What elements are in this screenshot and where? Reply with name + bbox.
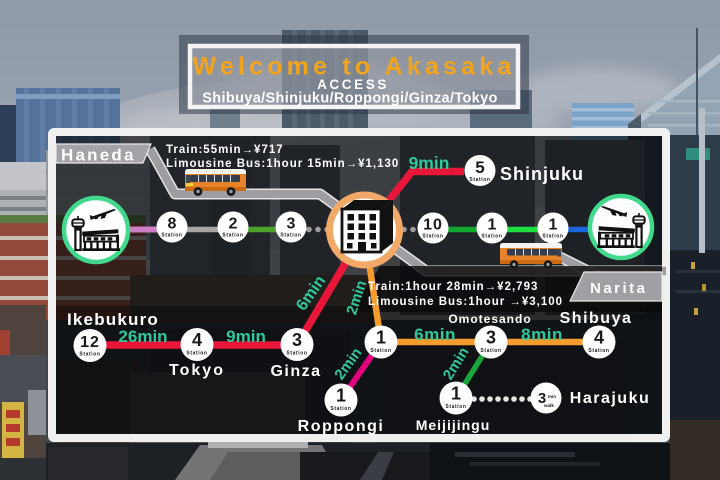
svg-text:Ikebukuro: Ikebukuro — [67, 310, 159, 329]
svg-text:3: 3 — [538, 390, 546, 407]
svg-text:Shibuya/Shinjuku/Roppongi/Ginz: Shibuya/Shinjuku/Roppongi/Ginza/Tokyo — [202, 91, 497, 107]
svg-text:10: 10 — [423, 217, 443, 234]
svg-text:Station: Station — [79, 352, 100, 358]
svg-text:Limousine Bus:1hour →¥3,100: Limousine Bus:1hour →¥3,100 — [368, 296, 563, 308]
svg-text:Station: Station — [422, 234, 443, 240]
svg-text:Station: Station — [286, 351, 307, 357]
svg-text:3: 3 — [292, 330, 302, 350]
svg-text:1: 1 — [549, 217, 558, 234]
svg-text:Train:55min→¥717: Train:55min→¥717 — [166, 144, 284, 156]
svg-text:6min: 6min — [414, 325, 456, 344]
svg-text:Station: Station — [330, 406, 351, 412]
svg-text:Limousine Bus:1hour 15min→¥1,1: Limousine Bus:1hour 15min→¥1,130 — [166, 158, 399, 170]
svg-text:12: 12 — [80, 334, 100, 351]
svg-text:Station: Station — [161, 233, 182, 239]
svg-text:Station: Station — [480, 348, 501, 354]
svg-text:Narita: Narita — [590, 280, 648, 297]
svg-text:3: 3 — [287, 216, 296, 233]
svg-text:1: 1 — [488, 217, 497, 234]
svg-text:Meijijingu: Meijijingu — [416, 417, 491, 433]
svg-text:Station: Station — [542, 234, 563, 240]
svg-text:Tokyo: Tokyo — [169, 362, 225, 379]
svg-text:9min: 9min — [226, 327, 266, 346]
svg-text:Harajuku: Harajuku — [570, 390, 650, 407]
svg-text:ACCESS: ACCESS — [317, 77, 389, 92]
svg-text:Station: Station — [186, 351, 207, 357]
svg-text:Station: Station — [370, 348, 391, 354]
svg-text:4: 4 — [192, 330, 202, 350]
svg-text:Station: Station — [588, 348, 609, 354]
svg-text:Station: Station — [445, 404, 466, 410]
svg-text:9min: 9min — [409, 153, 450, 173]
svg-text:Ginza: Ginza — [270, 363, 321, 380]
svg-text:Roppongi: Roppongi — [298, 418, 385, 435]
svg-text:Shibuya: Shibuya — [560, 310, 633, 327]
svg-text:Station: Station — [481, 234, 502, 240]
svg-text:1: 1 — [336, 386, 346, 406]
svg-text:8min: 8min — [521, 325, 563, 344]
svg-text:Station: Station — [280, 233, 301, 239]
svg-text:2: 2 — [229, 216, 238, 233]
svg-text:26min: 26min — [118, 327, 167, 346]
svg-text:Welcome to Akasaka: Welcome to Akasaka — [193, 53, 516, 81]
svg-text:Station: Station — [222, 233, 243, 239]
svg-text:3: 3 — [486, 328, 496, 348]
svg-text:4: 4 — [594, 328, 604, 348]
svg-text:Train:1hour 28min→¥2,793: Train:1hour 28min→¥2,793 — [368, 281, 538, 293]
svg-text:Station: Station — [469, 177, 490, 183]
svg-text:1: 1 — [376, 328, 386, 348]
svg-text:Omotesando: Omotesando — [448, 312, 531, 326]
svg-text:5: 5 — [475, 158, 484, 177]
svg-text:Shinjuku: Shinjuku — [500, 164, 584, 184]
svg-text:1: 1 — [451, 384, 461, 404]
svg-text:Haneda: Haneda — [61, 146, 136, 165]
svg-text:walk: walk — [543, 403, 554, 408]
svg-text:8: 8 — [168, 216, 177, 233]
svg-text:min: min — [548, 394, 556, 399]
